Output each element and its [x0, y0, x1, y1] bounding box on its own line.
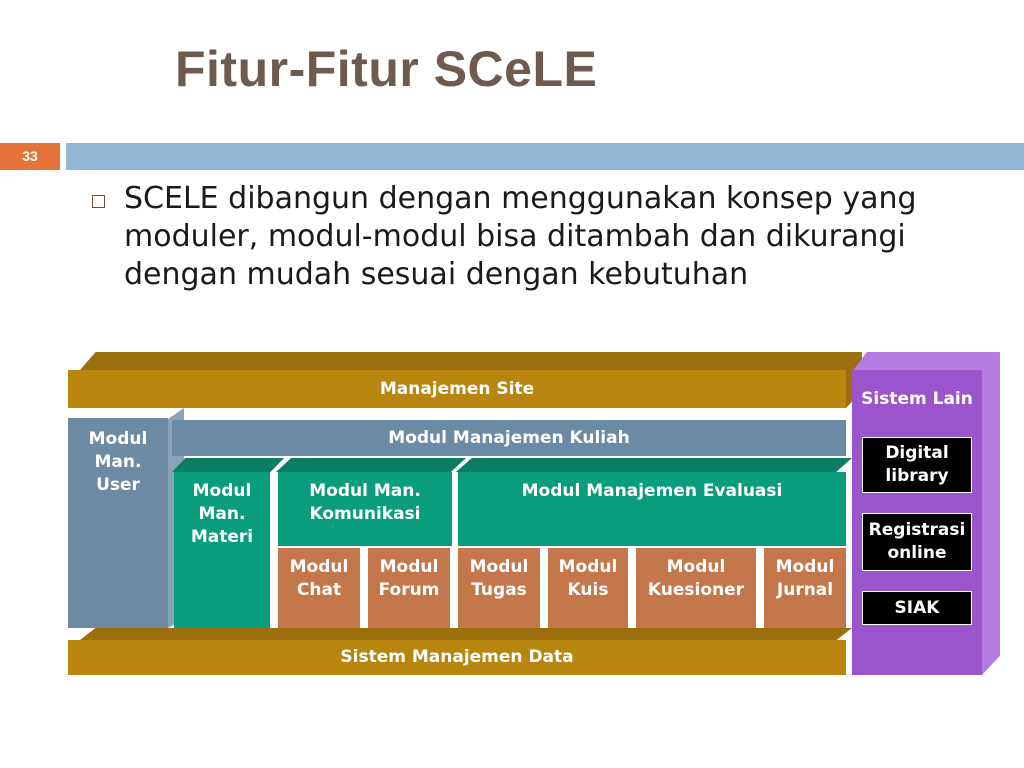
bullet-text: SCELE dibangun dengan menggunakan konsep…: [124, 181, 917, 292]
siak-box: SIAK: [862, 591, 972, 625]
digital-library-label: Digital library: [885, 443, 949, 486]
modul-man-user-label: Modul Man. User: [88, 429, 148, 495]
modul-tugas-label: Modul Tugas: [469, 557, 529, 600]
modul-tugas-block: Modul Tugas: [458, 548, 540, 628]
sistem-manajemen-data-block: Sistem Manajemen Data: [68, 640, 846, 675]
modul-kuis-block: Modul Kuis: [548, 548, 628, 628]
digital-library-box: Digital library: [862, 437, 972, 493]
sistem-manajemen-data-label: Sistem Manajemen Data: [340, 647, 574, 667]
square-bullet-icon: [92, 195, 105, 208]
sistem-lain-top-face: [852, 352, 1000, 372]
siak-label: SIAK: [894, 598, 940, 618]
modul-man-user-block: Modul Man. User: [68, 418, 168, 628]
modul-kuesioner-block: Modul Kuesioner: [636, 548, 756, 628]
manajemen-site-block: Manajemen Site: [68, 370, 846, 408]
modul-manajemen-evaluasi-top-face: [456, 458, 852, 472]
modul-man-materi-label: Modul Man. Materi: [190, 481, 254, 547]
modul-jurnal-block: Modul Jurnal: [764, 548, 846, 628]
page-number-badge: 33: [0, 143, 60, 170]
registrasi-online-box: Registrasi online: [862, 513, 972, 571]
modul-manajemen-evaluasi-block: Modul Manajemen Evaluasi: [458, 472, 846, 546]
header-divider-bar: [66, 143, 1024, 170]
modul-manajemen-kuliah-block: Modul Manajemen Kuliah: [172, 420, 846, 456]
modul-man-komunikasi-label: Modul Man. Komunikasi: [309, 481, 421, 524]
modul-kuesioner-label: Modul Kuesioner: [647, 557, 745, 600]
modul-chat-label: Modul Chat: [289, 557, 349, 600]
modul-man-komunikasi-top-face: [276, 458, 466, 472]
modul-manajemen-kuliah-label: Modul Manajemen Kuliah: [388, 428, 630, 448]
modul-manajemen-evaluasi-label: Modul Manajemen Evaluasi: [521, 481, 783, 501]
manajemen-site-top-face: [80, 352, 862, 370]
sistem-lain-title: Sistem Lain: [861, 389, 973, 409]
sistem-lain-side-face: [982, 352, 1000, 675]
modul-man-komunikasi-block: Modul Man. Komunikasi: [278, 472, 452, 546]
modul-forum-label: Modul Forum: [378, 557, 440, 600]
modul-forum-block: Modul Forum: [368, 548, 450, 628]
modul-man-materi-top-face: [172, 458, 284, 472]
modul-man-materi-block: Modul Man. Materi: [174, 472, 270, 628]
modul-kuis-label: Modul Kuis: [558, 557, 618, 600]
manajemen-site-label: Manajemen Site: [379, 379, 535, 399]
modul-chat-block: Modul Chat: [278, 548, 360, 628]
sistem-manajemen-data-top-face: [80, 628, 852, 640]
modul-jurnal-label: Modul Jurnal: [775, 557, 835, 600]
slide-title: Fitur-Fitur SCeLE: [175, 41, 598, 97]
registrasi-online-label: Registrasi online: [868, 520, 966, 563]
